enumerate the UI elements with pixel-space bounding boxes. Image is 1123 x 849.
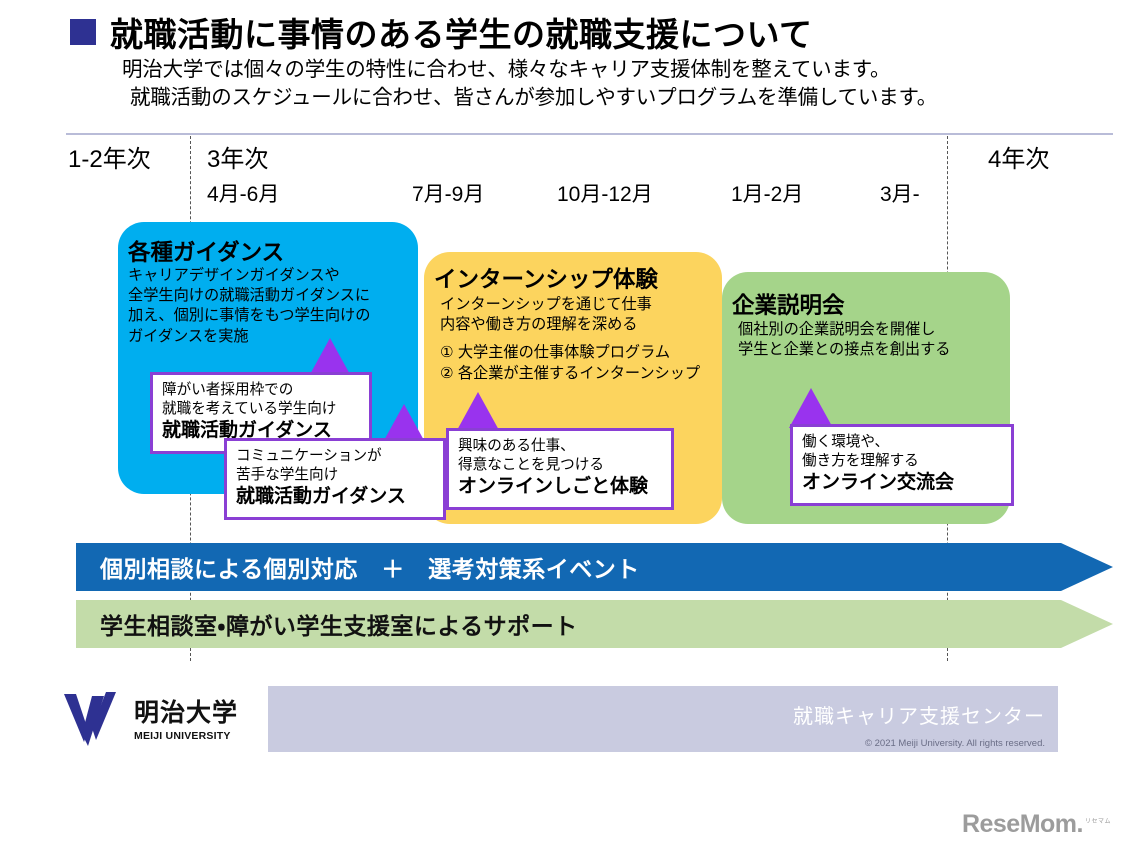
banner-label: 学生相談室・障がい学生支援室によるサポート: [100, 613, 578, 639]
callout-line-1: 障がい者採用枠での: [162, 382, 294, 398]
header-divider: [66, 133, 1113, 135]
banner-student-support: 学生相談室・障がい学生支援室によるサポート: [76, 600, 1113, 648]
bullet-square-icon: [70, 19, 96, 45]
callout-line-2: 働き方を理解する: [802, 452, 919, 469]
meiji-logo-jp: 明治大学: [134, 698, 239, 727]
panel-internship-list: ① 大学主催の仕事体験プログラム ② 各企業が主催するインターンシップ: [440, 344, 701, 382]
banner-arrow-tip-icon: [1061, 543, 1113, 591]
banner-arrow-tip-icon: [1061, 600, 1113, 648]
panel-guidance-body: キャリアデザインガイダンスや 全学生向けの就職活動ガイダンスに 加え、個別に事情…: [128, 267, 371, 345]
banner-body: 学生相談室・障がい学生支援室によるサポート: [76, 600, 1061, 648]
footer-bar: [268, 686, 1058, 752]
panel-internship-body: インターンシップを通じて仕事 内容や働き方の理解を深める: [440, 296, 652, 334]
pointer-triangle-icon-4: [789, 388, 833, 428]
timeline-month-mar: 3月-: [880, 183, 920, 206]
meiji-logo-text: 明治大学 MEIJI UNIVERSITY: [134, 698, 239, 742]
pointer-triangle-icon-2: [382, 404, 426, 444]
timeline-month-oct-dec: 10月-12月: [557, 183, 653, 206]
banner-label: 個別相談による個別対応 ＋ 選考対策系イベント: [100, 556, 640, 582]
callout-line-1: コミュニケーションが: [236, 448, 382, 464]
callout-line-2: 得意なことを見つける: [458, 456, 604, 473]
callout-line-1: 興味のある仕事、: [458, 438, 575, 454]
pointer-triangle-icon-1: [308, 338, 352, 378]
page-title: 就職活動に事情のある学生の就職支援について: [70, 8, 813, 56]
copyright-text: © 2021 Meiji University. All rights rese…: [865, 738, 1045, 749]
callout-emphasis: 就職活動ガイダンス: [236, 486, 406, 508]
watermark-ruby: リセマム: [1084, 819, 1111, 825]
resemom-watermark: ReseMom. リセマム: [962, 810, 1111, 839]
callout-line-2: 苦手な学生向け: [236, 466, 339, 483]
panel-company-body: 個社別の企業説明会を開催し 学生と企業との接点を創出する: [738, 321, 951, 359]
callout-line-1: 働く環境や、: [802, 434, 890, 450]
timeline-year-3: 3年次: [207, 146, 269, 173]
page-title-text: 就職活動に事情のある学生の就職支援について: [110, 16, 813, 53]
panel-guidance-heading: 各種ガイダンス: [128, 240, 285, 265]
callout-online-work-experience: 興味のある仕事、 得意なことを見つける オンラインしごと体験: [446, 428, 674, 511]
banner-body: 個別相談による個別対応 ＋ 選考対策系イベント: [76, 543, 1061, 591]
callout-emphasis: オンライン交流会: [802, 472, 955, 494]
meiji-logo-en: MEIJI UNIVERSITY: [134, 729, 231, 742]
timeline-month-jul-sep: 7月-9月: [412, 183, 485, 206]
banner-individual-consultation: 個別相談による個別対応 ＋ 選考対策系イベント: [76, 543, 1113, 591]
page-subtitle: 明治大学では個々の学生の特性に合わせ、様々なキャリア支援体制を整えています。 就…: [122, 56, 937, 111]
callout-emphasis: オンラインしごと体験: [458, 476, 649, 498]
callout-communication-guidance: コミュニケーションが 苦手な学生向け 就職活動ガイダンス: [224, 438, 446, 521]
panel-internship-heading: インターンシップ体験: [434, 267, 658, 292]
timeline-month-apr-jun: 4月-6月: [207, 183, 280, 206]
footer-center-info: 就職キャリア支援センター © 2021 Meiji University. Al…: [793, 700, 1045, 749]
pointer-triangle-icon-3: [456, 392, 500, 432]
meiji-logo-mark-icon: [64, 692, 116, 746]
timeline-year-1-2: 1-2年次: [68, 146, 151, 173]
watermark-text: ReseMom.: [961, 810, 1084, 838]
callout-emphasis: 就職活動ガイダンス: [162, 420, 332, 442]
callout-online-exchange: 働く環境や、 働き方を理解する オンライン交流会: [790, 424, 1014, 507]
timeline-year-4: 4年次: [988, 146, 1050, 173]
panel-company-heading: 企業説明会: [732, 293, 845, 318]
meiji-university-logo: 明治大学 MEIJI UNIVERSITY: [62, 690, 238, 752]
callout-line-2: 就職を考えている学生向け: [162, 400, 337, 417]
career-center-name: 就職キャリア支援センター: [793, 706, 1045, 728]
page-subtitle-line-2: 就職活動のスケジュールに合わせ、皆さんが参加しやすいプログラムを準備しています。: [130, 85, 938, 109]
timeline-month-jan-feb: 1月-2月: [731, 183, 804, 206]
page-subtitle-line-1: 明治大学では個々の学生の特性に合わせ、様々なキャリア支援体制を整えています。: [122, 58, 891, 81]
